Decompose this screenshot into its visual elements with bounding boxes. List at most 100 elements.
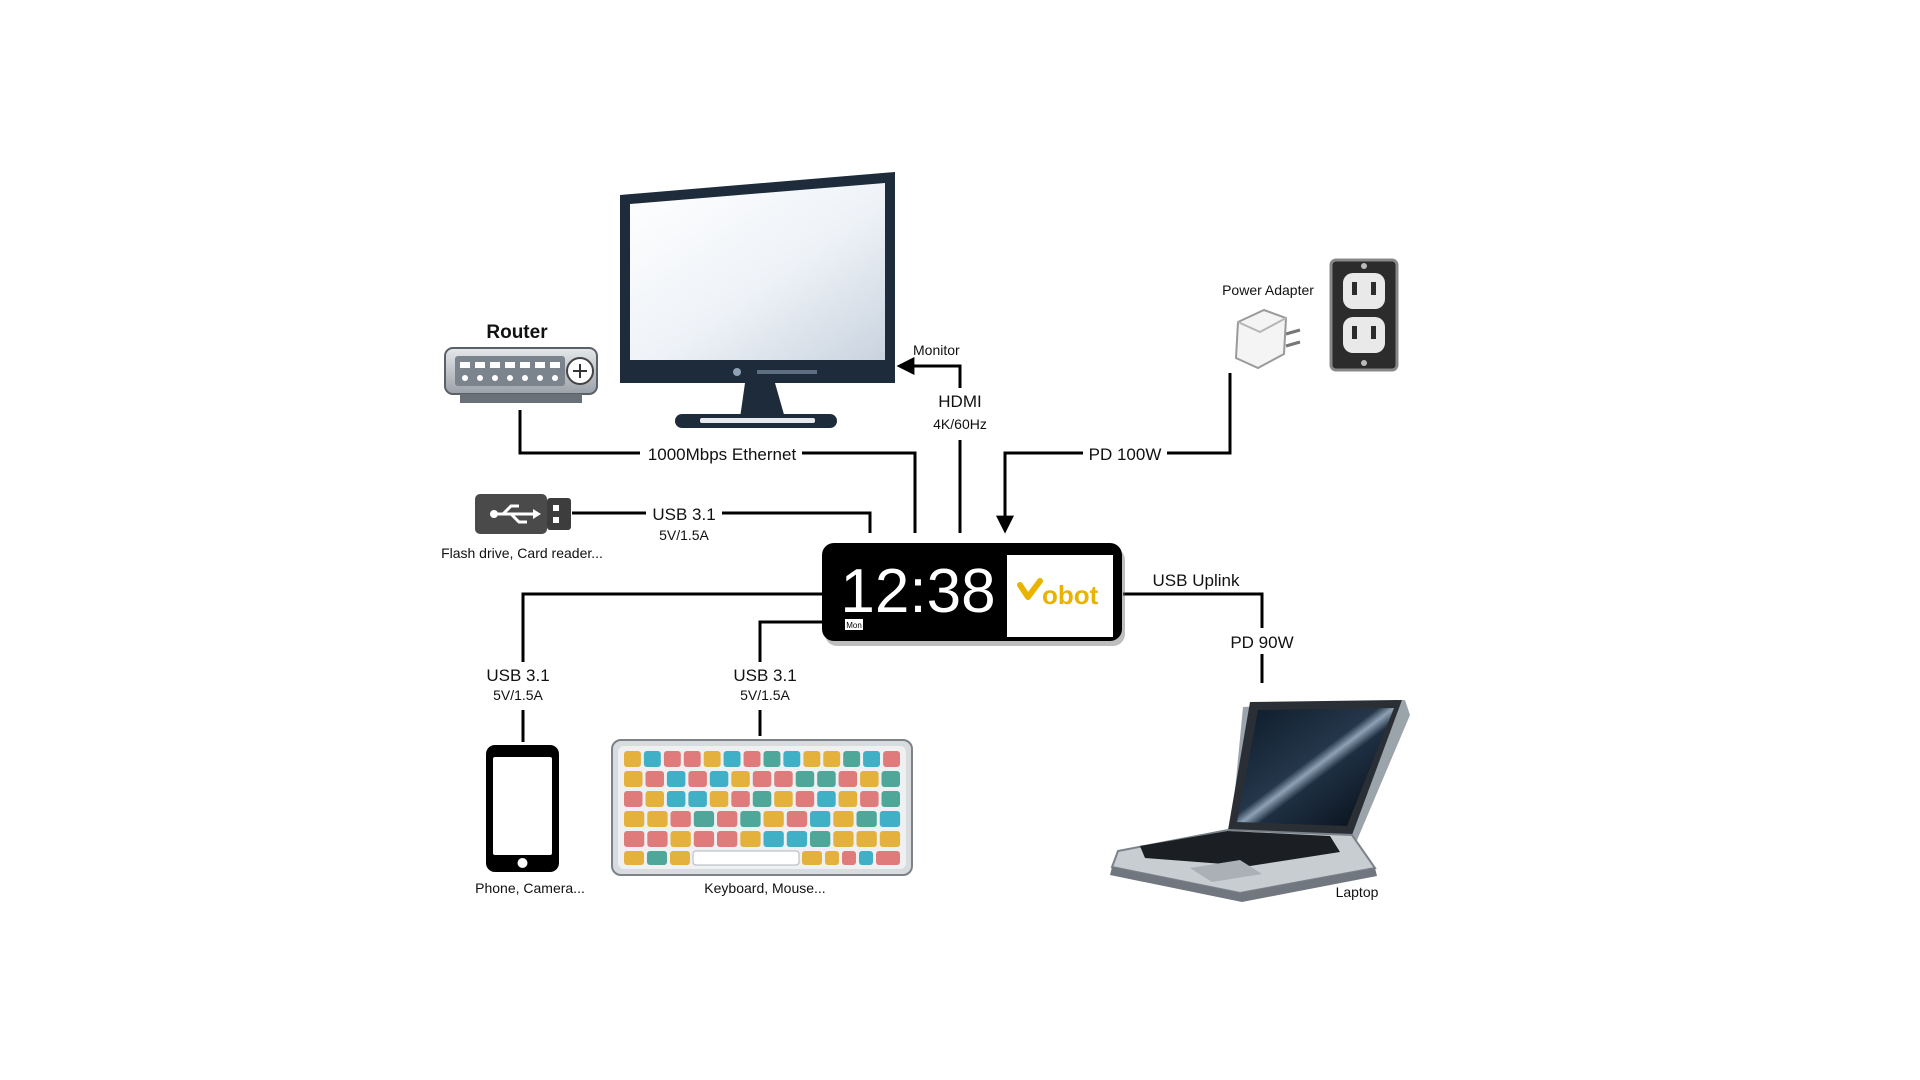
- keyboard-key: [624, 791, 643, 807]
- keyboard-key: [883, 751, 900, 767]
- keyboard-key: [670, 851, 690, 865]
- hdmi-spec-label: 4K/60Hz: [933, 416, 987, 432]
- keyboard-key: [856, 831, 877, 847]
- keyboard-key: [838, 771, 858, 787]
- keyboard-key: [859, 851, 873, 865]
- keyboard-key: [843, 751, 861, 767]
- keyboard-key: [810, 811, 831, 827]
- keyboard-key: [670, 831, 691, 847]
- flash-drive-label: Flash drive, Card reader...: [441, 545, 603, 561]
- keyboard-key: [786, 811, 808, 827]
- keyboard-key: [740, 831, 761, 847]
- usb-keyboard-spec-label: 5V/1.5A: [740, 687, 790, 703]
- keyboard-key: [856, 811, 877, 827]
- keyboard-key: [860, 771, 879, 787]
- keyboard-key: [774, 771, 793, 787]
- keyboard-key: [624, 771, 643, 787]
- keyboard-key: [703, 751, 721, 767]
- keyboard-key: [740, 811, 761, 827]
- keyboard-key: [647, 851, 667, 865]
- keyboard-key: [763, 751, 781, 767]
- keyboard-key: [663, 751, 681, 767]
- usb-flash-label: USB 3.1: [652, 505, 715, 524]
- keyboard-key: [688, 791, 707, 807]
- keyboard-key: [683, 751, 701, 767]
- keyboard-key: [763, 831, 784, 847]
- keyboard-key: [624, 851, 644, 865]
- keyboard-key: [666, 791, 686, 807]
- keyboard-key: [810, 831, 831, 847]
- keyboard-key: [881, 771, 900, 787]
- power-adapter-label: Power Adapter: [1222, 282, 1314, 298]
- keyboard-key: [743, 751, 761, 767]
- keyboard-icon: [611, 739, 913, 876]
- keyboard-key: [774, 791, 793, 807]
- keyboard-key: [752, 791, 772, 807]
- keyboard-key: [817, 771, 836, 787]
- keyboard-key: [666, 771, 686, 787]
- keyboard-key: [817, 791, 836, 807]
- keyboard-key: [783, 751, 801, 767]
- keyboard-key: [647, 811, 668, 827]
- keyboard-key: [693, 831, 715, 847]
- brand-text: obot: [1042, 580, 1099, 610]
- vobot-hub: 12:38 Mon obot: [822, 543, 1125, 646]
- laptop-icon: [1110, 700, 1410, 902]
- usb-uplink-label: USB Uplink: [1153, 571, 1240, 590]
- usb-uplink-spec-label: PD 90W: [1230, 633, 1293, 652]
- keyboard-key: [688, 771, 707, 787]
- pd-in-label: PD 100W: [1089, 445, 1162, 464]
- keyboard-key: [833, 811, 854, 827]
- keyboard-key: [860, 791, 879, 807]
- keyboard-key: [786, 831, 808, 847]
- keyboard-key: [763, 811, 784, 827]
- usb-keyboard-label: USB 3.1: [733, 666, 796, 685]
- keyboard-key: [723, 751, 741, 767]
- keyboard-key: [624, 831, 645, 847]
- keyboard-key: [881, 791, 900, 807]
- ethernet-label: 1000Mbps Ethernet: [648, 445, 797, 464]
- clock-time: 12:38: [840, 557, 995, 626]
- usb-phone-spec-label: 5V/1.5A: [493, 687, 543, 703]
- keyboard-key: [838, 791, 858, 807]
- keyboard-key: [879, 831, 901, 847]
- hdmi-label: HDMI: [938, 392, 981, 411]
- router-label: Router: [486, 322, 548, 343]
- router-icon: [444, 347, 598, 403]
- keyboard-key: [645, 791, 664, 807]
- keyboard-key: [752, 771, 772, 787]
- keyboard-key: [825, 851, 839, 865]
- clock-day: Mon: [846, 621, 862, 630]
- keyboard-spacebar: [692, 850, 800, 866]
- keyboard-key: [833, 831, 854, 847]
- keyboard-key: [863, 751, 880, 767]
- power-adapter-icon: [1234, 308, 1301, 370]
- phone-label: Phone, Camera...: [475, 880, 585, 896]
- keyboard-key: [731, 771, 750, 787]
- monitor-label: Monitor: [913, 342, 960, 358]
- keyboard-key: [693, 811, 715, 827]
- wall-outlet-icon: [1329, 258, 1399, 372]
- keyboard-key: [624, 811, 645, 827]
- keyboard-key: [803, 751, 821, 767]
- keyboard-key: [876, 851, 900, 865]
- keyboard-key: [717, 811, 738, 827]
- phone-icon: [486, 745, 559, 872]
- usb-phone-label: USB 3.1: [486, 666, 549, 685]
- keyboard-key: [647, 831, 668, 847]
- keyboard-keys: [624, 751, 901, 866]
- keyboard-label: Keyboard, Mouse...: [704, 880, 825, 896]
- keyboard-key: [879, 811, 901, 827]
- keyboard-key: [709, 791, 729, 807]
- monitor-icon: [620, 172, 895, 428]
- keyboard-key: [645, 771, 664, 787]
- keyboard-key: [842, 851, 856, 865]
- keyboard-key: [670, 811, 691, 827]
- laptop-label: Laptop: [1336, 884, 1379, 900]
- keyboard-key: [643, 751, 661, 767]
- keyboard-key: [731, 791, 750, 807]
- keyboard-key: [624, 751, 641, 767]
- keyboard-key: [709, 771, 729, 787]
- keyboard-key: [795, 771, 815, 787]
